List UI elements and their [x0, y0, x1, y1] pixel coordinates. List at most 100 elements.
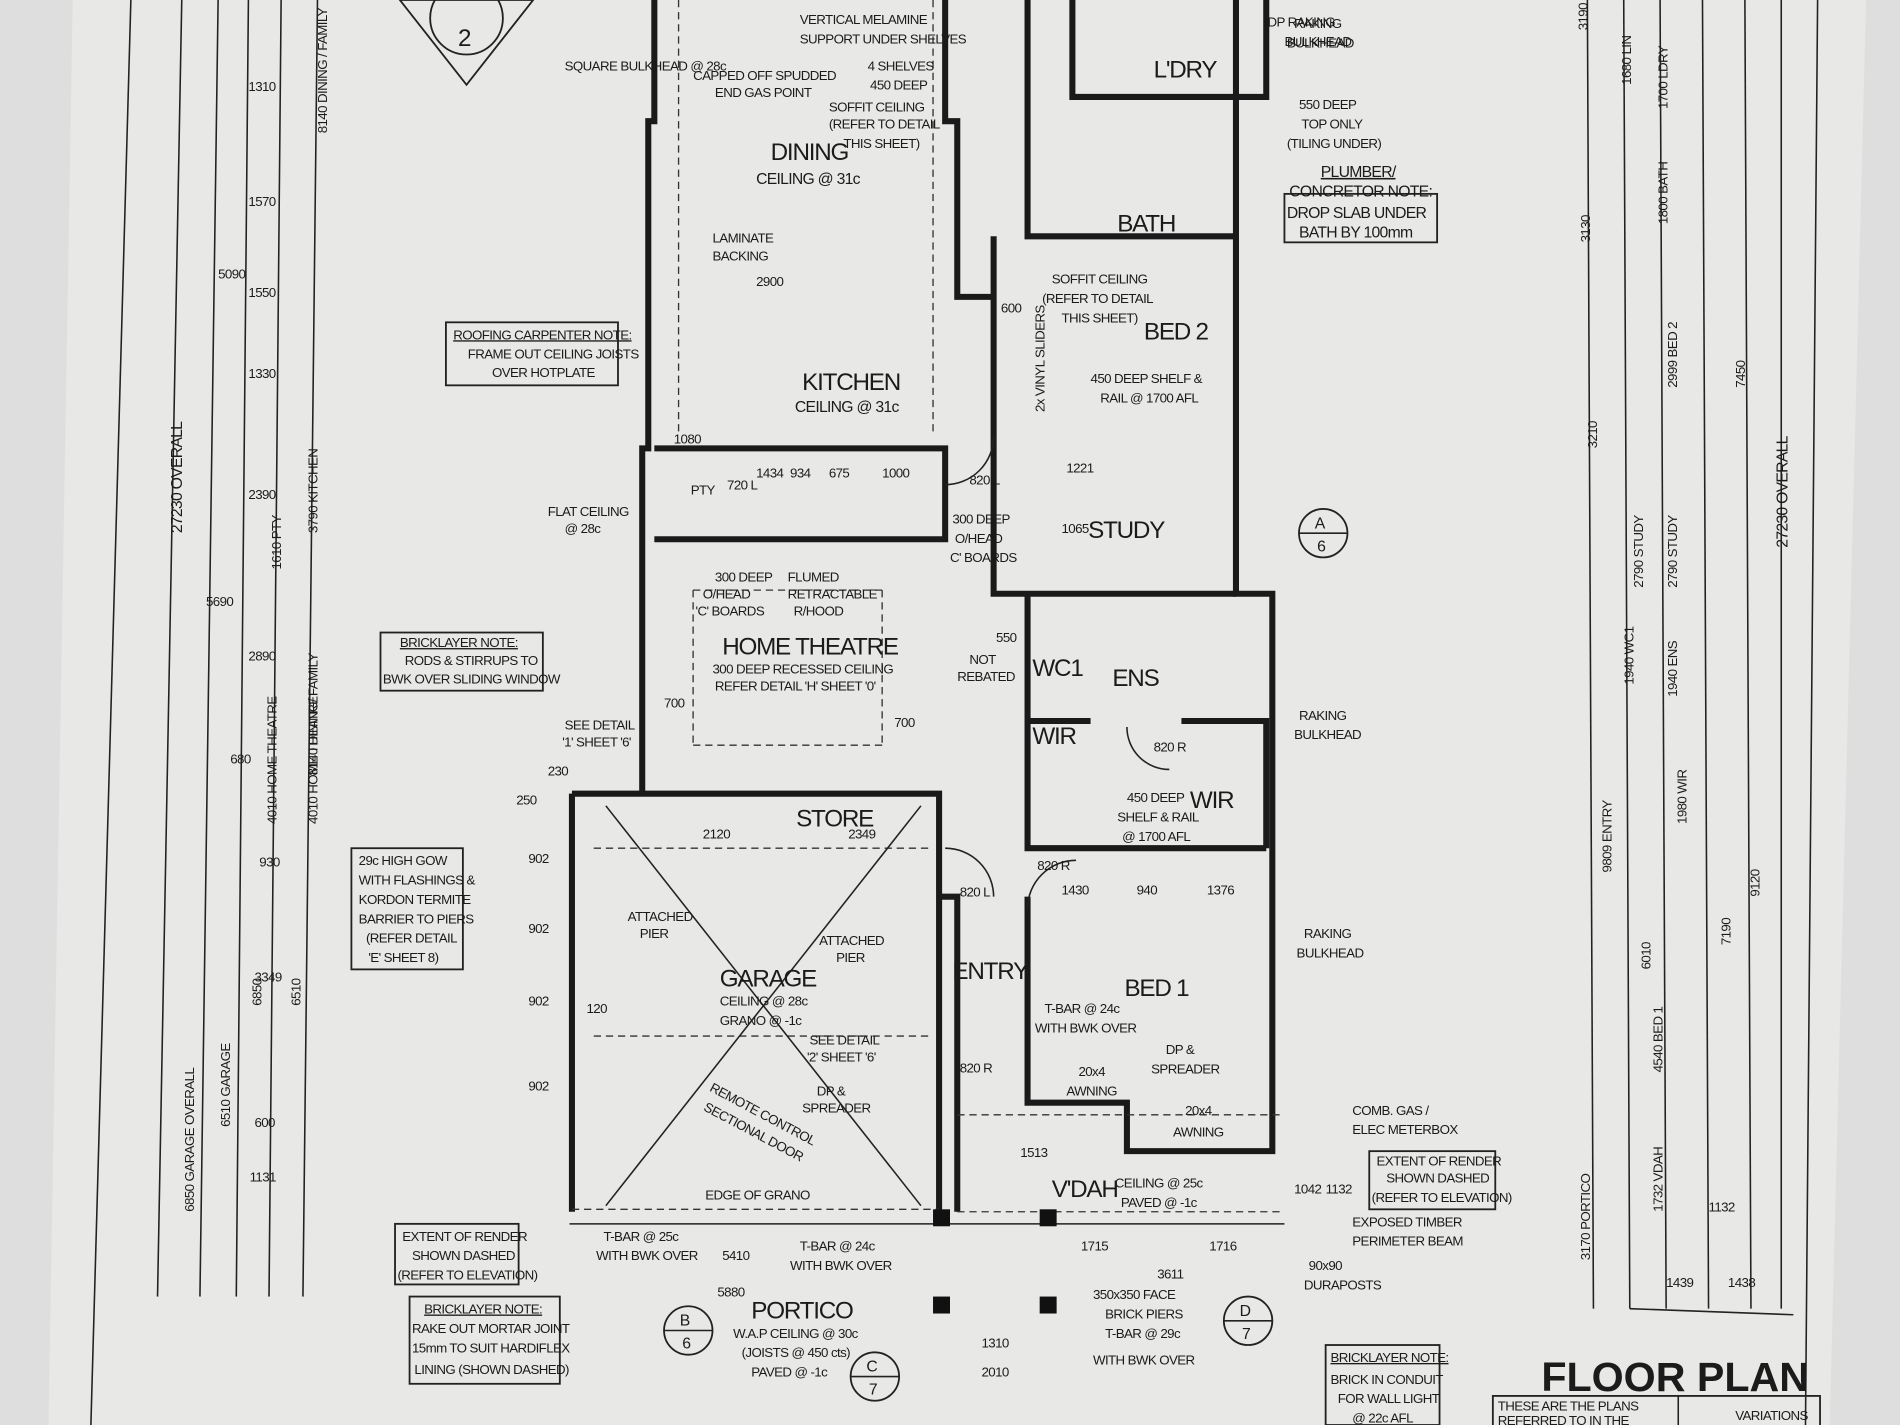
dimension-label: 250 — [516, 793, 537, 808]
dimension-label: 1570 — [248, 194, 275, 209]
annotation-text: CAPPED OFF SPUDDED — [693, 68, 836, 83]
annotation-text: SOFFIT CEILING — [829, 99, 925, 114]
dimension-label: 3790 KITCHEN — [305, 449, 320, 533]
annotation-text: 300 DEEP RECESSED CEILING — [713, 662, 894, 677]
dimension-label: 9809 ENTRY — [1600, 800, 1615, 873]
annotation-text: FOR WALL LIGHT — [1338, 1391, 1440, 1406]
annotation-text: PERIMETER BEAM — [1352, 1234, 1463, 1249]
annotation-text: COMB. GAS / — [1352, 1103, 1429, 1118]
annotation-text: SHELF & RAIL — [1117, 810, 1199, 825]
annotation-text: 450 DEEP — [1127, 790, 1185, 805]
section-marker-sheet: 6 — [1317, 538, 1326, 555]
annotation-text: (TILING UNDER) — [1287, 136, 1381, 151]
annotation-text: RAKING — [1294, 16, 1342, 31]
annotation-text: FLAT CEILING — [548, 504, 629, 519]
dimension-label: 9120 — [1747, 869, 1762, 896]
title-block: FLOOR PLAN THESE ARE THE PLANS REFERRED … — [1491, 1354, 1821, 1425]
dimension-label: 940 — [1137, 882, 1158, 897]
dimension-label: 820 R — [1037, 858, 1070, 873]
annotation-text: BARRIER TO PIERS — [359, 911, 475, 926]
annotation-text: CEILING @ 25c — [1115, 1176, 1204, 1191]
room-ensuite: ENS — [1112, 665, 1159, 692]
annotation-text: O/HEAD — [955, 531, 1002, 546]
dimension-label: 1715 — [1081, 1239, 1108, 1254]
annotation-text: (REFER TO ELEVATION) — [397, 1268, 537, 1283]
dimension-label: 2120 — [703, 827, 730, 842]
dimension-label: 680 — [230, 751, 251, 766]
annotation-text: SQUARE BULKHEAD @ 28c — [565, 58, 727, 73]
section-marker-sheet: 7 — [869, 1382, 877, 1399]
section-marker-sheet: 6 — [682, 1336, 691, 1353]
dimension-label: 2790 STUDY — [1631, 515, 1646, 588]
annotation-text: LAMINATE — [713, 230, 774, 245]
annotation-text: DP & — [817, 1083, 846, 1098]
room-pantry: PTY — [691, 482, 716, 497]
dimension-label: 3611 — [1157, 1266, 1183, 1281]
note-render-left: EXTENT OF RENDER SHOWN DASHED (REFER TO … — [394, 1222, 538, 1286]
annotation-text: DP & — [1166, 1042, 1195, 1057]
annotation-text: RAIL @ 1700 AFL — [1100, 390, 1198, 405]
annotation-text: 27230 OVERALL — [1774, 435, 1791, 547]
ceiling-labels: CEILING @ 31c CEILING @ 31c 300 DEEP REC… — [713, 171, 1205, 1379]
annotation-text: RAKE OUT MORTAR JOINT — [412, 1321, 570, 1336]
annotation-text: T-BAR @ 24c — [1045, 1001, 1121, 1016]
border-left — [90, 0, 132, 1425]
compass-marker: 2 — [398, 0, 535, 87]
dimension-label: 1000 — [882, 465, 909, 480]
note-plumber-concretor: PLUMBER/ CONCRETOR NOTE: DROP SLAB UNDER… — [1283, 164, 1439, 244]
dimension-label: 2999 BED 2 — [1665, 322, 1680, 388]
annotation-text: BWK OVER SLIDING WINDOW — [383, 671, 561, 686]
annotation-text: GRANO @ -1c — [720, 1013, 803, 1028]
dimension-label: 720 L — [727, 478, 757, 493]
section-marker-a: A6 — [1298, 508, 1349, 559]
annotation-text: END GAS POINT — [715, 85, 812, 100]
annotation-text: PIER — [836, 950, 865, 965]
section-marker-letter: D — [1240, 1303, 1251, 1320]
annotation-text: 'E' SHEET 8) — [368, 950, 438, 965]
annotation-text: BRICKLAYER NOTE: — [400, 635, 518, 650]
annotation-text: WITH BWK OVER — [1035, 1020, 1137, 1035]
annotation-text: RETRACTABLE — [788, 587, 878, 602]
room-bed-1: BED 1 — [1124, 975, 1189, 1002]
note-render-right: EXTENT OF RENDER SHOWN DASHED (REFER TO … — [1368, 1150, 1512, 1211]
dimension-label: 600 — [1001, 301, 1022, 316]
annotation-text: 300 DEEP — [715, 570, 773, 585]
dimension-label: 2890 — [248, 648, 275, 663]
dimension-label: 2900 — [756, 274, 783, 289]
annotation-text: REFER DETAIL 'H' SHEET '0' — [715, 679, 876, 694]
dimension-label: 1132 — [1326, 1182, 1352, 1197]
annotation-text: T-BAR @ 24c — [800, 1239, 876, 1254]
dimension-label: 5090 — [218, 267, 245, 282]
section-marker-b: B6 — [663, 1305, 714, 1356]
dimension-label: 2349 — [848, 827, 875, 842]
dimension-label: 6510 — [289, 978, 304, 1005]
dimension-label: 2790 STUDY — [1665, 515, 1680, 588]
compass-number: 2 — [458, 25, 471, 52]
annotation-text: @ 1700 AFL — [1122, 829, 1190, 844]
dimension-label: 6850 — [250, 978, 265, 1005]
annotation-text: ROOFING CARPENTER NOTE: — [453, 327, 631, 342]
dimension-label: 820 R — [1154, 739, 1187, 754]
annotation-text: AWNING — [1173, 1125, 1224, 1140]
section-marker-letter: C — [866, 1359, 877, 1376]
room-wc1: WC1 — [1032, 655, 1083, 682]
room-kitchen: KITCHEN — [802, 369, 900, 396]
room-study: STUDY — [1088, 517, 1165, 544]
room-garage: GARAGE — [720, 965, 817, 992]
section-marker-d: D7 — [1222, 1295, 1274, 1346]
annotation-text: PLUMBER/ — [1321, 164, 1397, 181]
annotation-text: BULKHEAD — [1284, 34, 1351, 49]
dimension-label: 1042 — [1294, 1182, 1321, 1197]
annotation-text: PIER — [640, 926, 669, 941]
annotation-text: REBATED — [957, 669, 1015, 684]
dimension-label: 902 — [528, 851, 549, 866]
annotation-text: THIS SHEET) — [843, 136, 919, 151]
annotation-text: AWNING — [1066, 1083, 1117, 1098]
section-marker-sheet: 7 — [1242, 1326, 1250, 1343]
annotation-text: SEE DETAIL — [565, 717, 635, 732]
annotation-text: EXTENT OF RENDER — [402, 1229, 527, 1244]
annotation-text: CEILING @ 31c — [795, 399, 900, 416]
annotation-text: T-BAR @ 29c — [1105, 1326, 1181, 1341]
dimension-label: 1680 LIN — [1619, 36, 1634, 85]
